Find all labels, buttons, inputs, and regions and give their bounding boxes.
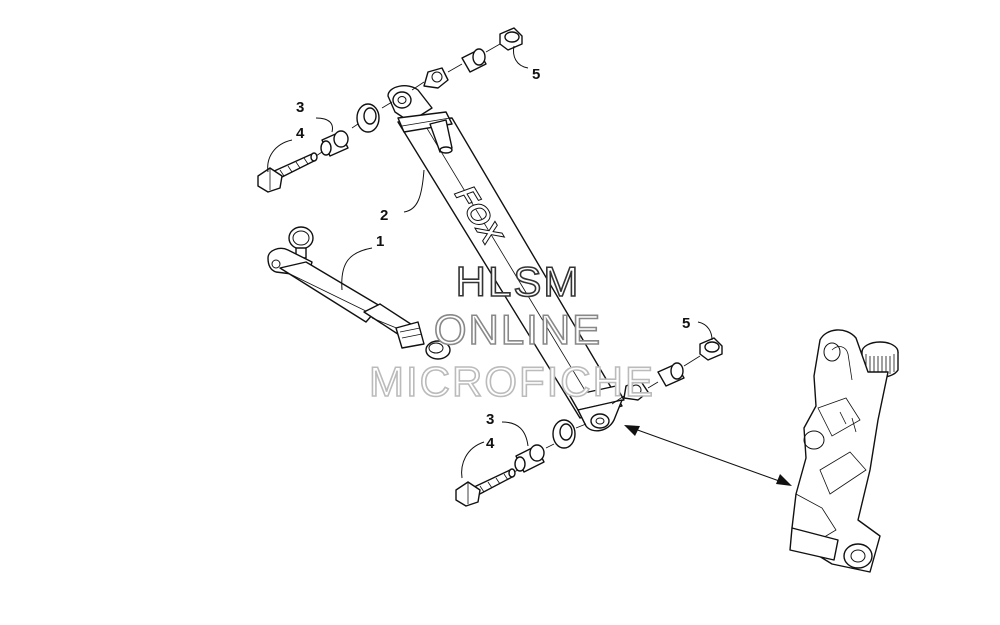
top-inner-nut bbox=[423, 67, 449, 89]
attachment-arrow bbox=[624, 425, 792, 486]
bottom-bolt bbox=[455, 468, 516, 507]
callout-3-top: 3 bbox=[296, 99, 304, 116]
top-locknut bbox=[499, 27, 523, 51]
shock-pump bbox=[267, 226, 451, 360]
top-hardware bbox=[257, 27, 523, 193]
steering-stabilizer: FOX bbox=[387, 85, 625, 432]
top-bolt bbox=[257, 152, 318, 193]
bottom-inner-nut bbox=[623, 379, 649, 401]
callout-4-bottom: 4 bbox=[486, 435, 495, 452]
callouts: 1 2 3 4 5 5 3 4 bbox=[296, 66, 690, 452]
bottom-locknut bbox=[699, 337, 723, 361]
top-spacer bbox=[320, 130, 349, 157]
bottom-spacer bbox=[514, 444, 545, 473]
watermark: HLSM ONLINE MICROFICHE bbox=[368, 257, 655, 406]
callout-4-top: 4 bbox=[296, 125, 305, 142]
bottom-hardware bbox=[455, 337, 723, 507]
watermark-line-2: ONLINE bbox=[434, 306, 602, 353]
top-bushing bbox=[356, 103, 380, 133]
watermark-line-1: HLSM bbox=[456, 258, 581, 305]
callout-1: 1 bbox=[376, 233, 384, 250]
bottom-bushing bbox=[552, 419, 576, 449]
leader-lines bbox=[267, 45, 713, 479]
callout-2: 2 bbox=[380, 207, 388, 224]
bottom-outer-spacer bbox=[657, 362, 685, 387]
steering-knuckle bbox=[789, 329, 899, 573]
callout-5-top: 5 bbox=[532, 66, 540, 83]
top-outer-spacer bbox=[461, 48, 487, 73]
callout-3-bottom: 3 bbox=[486, 411, 494, 428]
watermark-line-3: MICROFICHE bbox=[369, 358, 655, 405]
callout-5-mid: 5 bbox=[682, 315, 690, 332]
